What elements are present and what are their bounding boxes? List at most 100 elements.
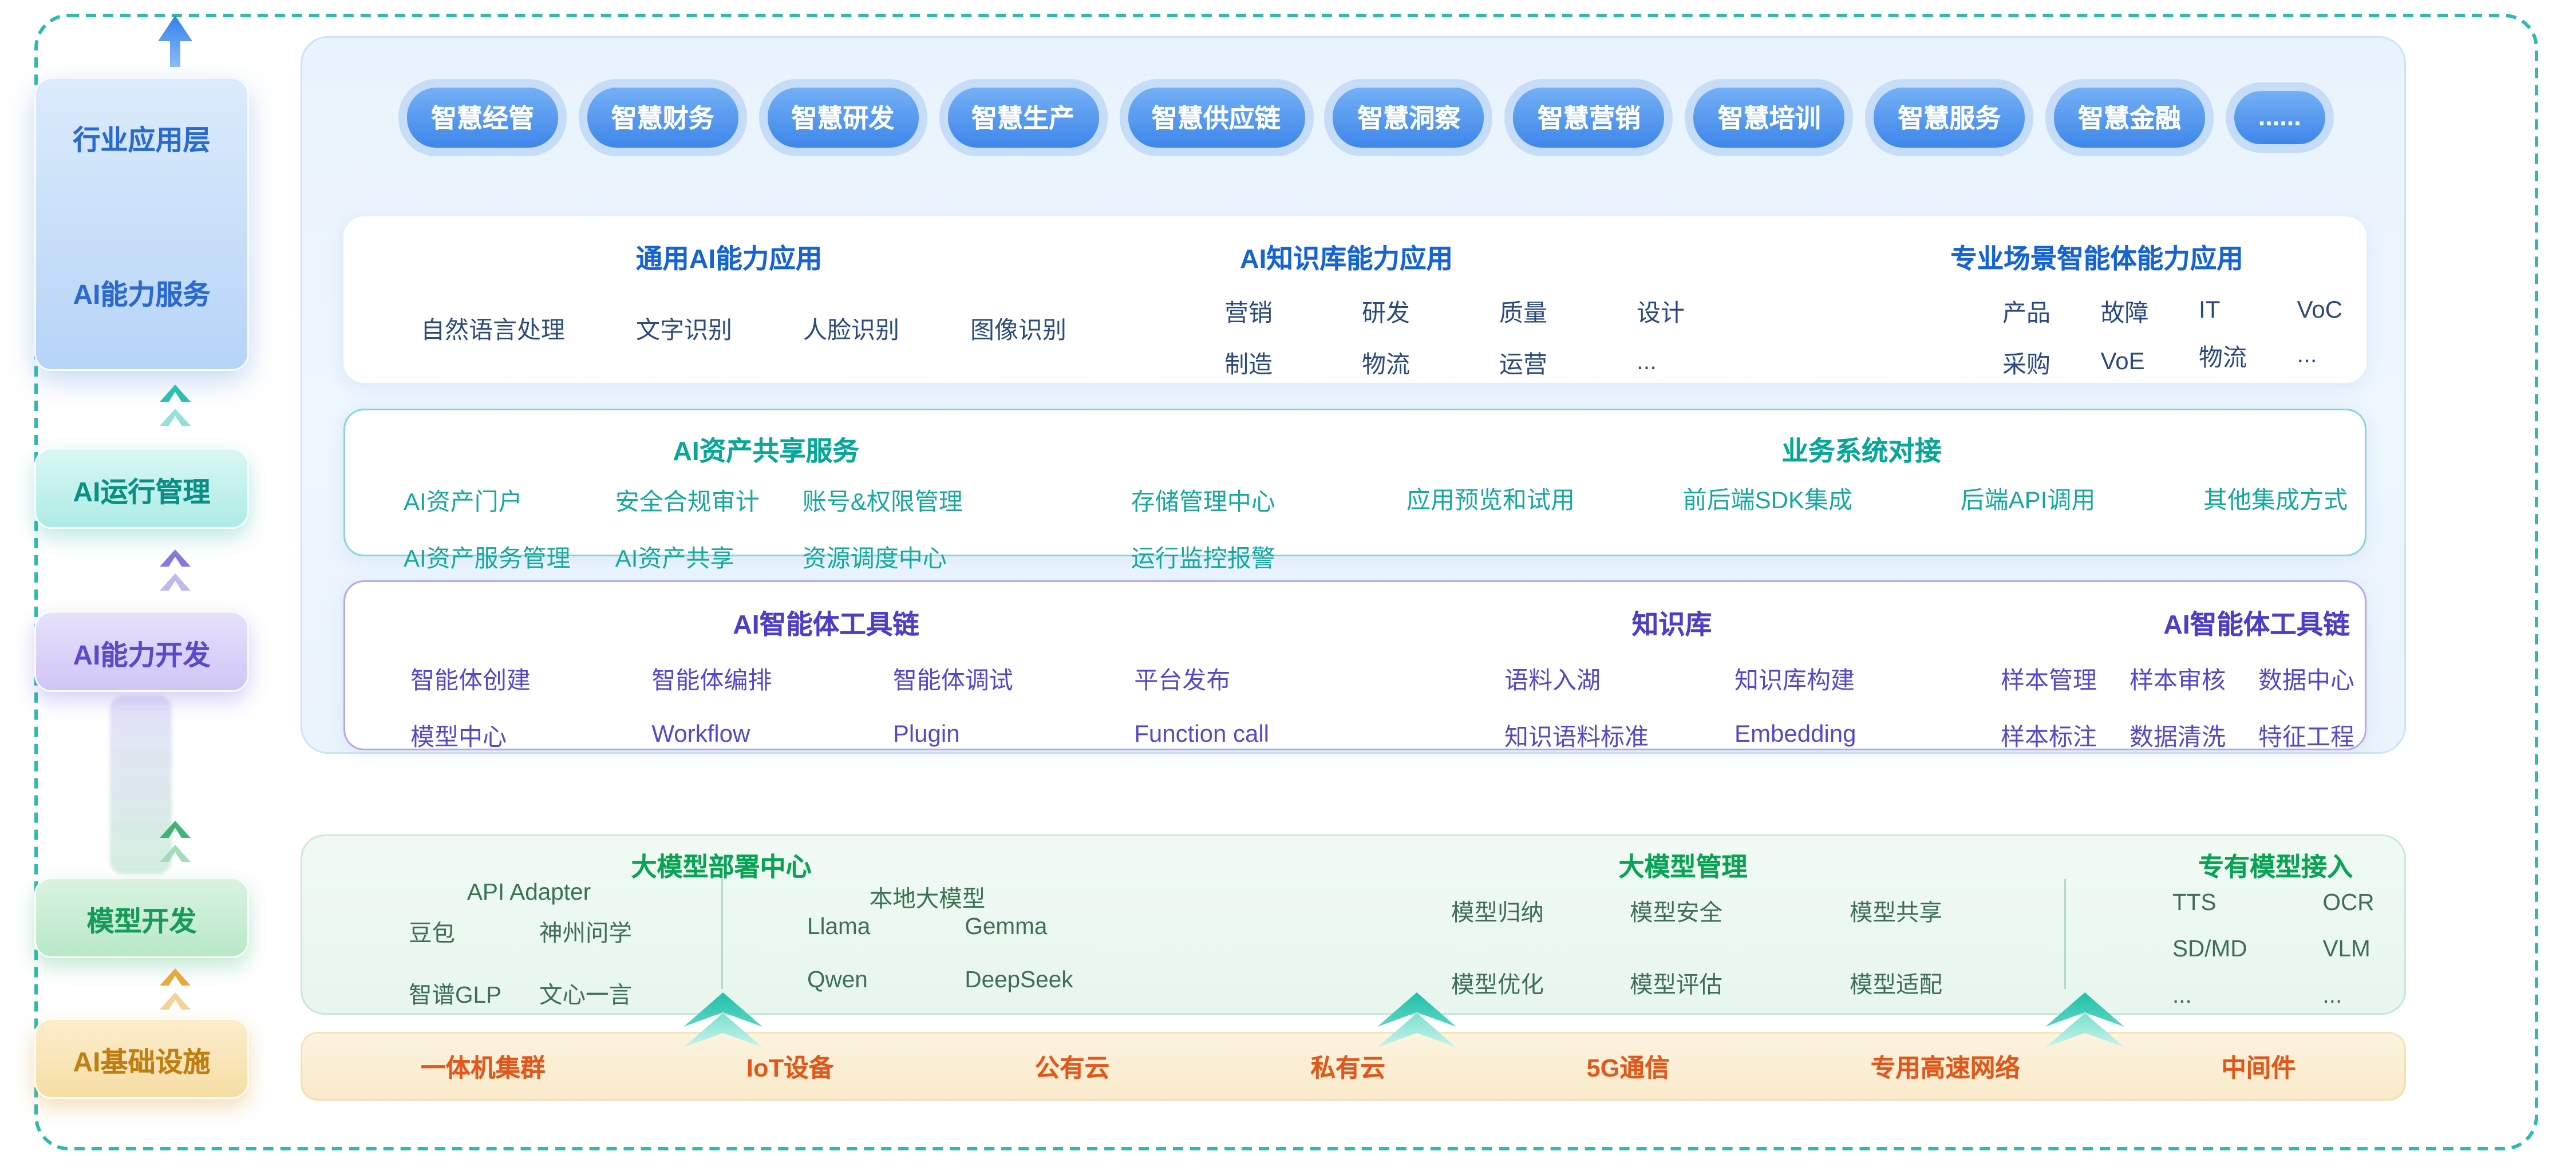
asset-item: 资源调度中心 bbox=[802, 544, 947, 572]
chevron-icon bbox=[160, 409, 191, 426]
tool-item: 数据清洗 bbox=[2129, 723, 2226, 750]
group-data-toolchain: AI智能体工具链 样本管理样本标注 样本审核数据清洗 数据中心特征工程 bbox=[1856, 604, 2365, 750]
layer-box-application-service: 行业应用层 AI能力服务 bbox=[34, 77, 249, 371]
item-column: 模型共享模型适配 bbox=[1850, 893, 1942, 999]
infra-item: 私有云 bbox=[1310, 1055, 1386, 1083]
group-title: 专有模型接入 bbox=[2198, 853, 2353, 883]
capability-item: 图像识别 bbox=[970, 316, 1066, 343]
capability-item: 人脸识别 bbox=[803, 316, 899, 343]
group-knowledge-ai: AI知识库能力应用 营销制造 研发物流 质量运营 设计... bbox=[1115, 239, 1865, 383]
model-item: TTS bbox=[2172, 889, 2217, 915]
group-general-ai: 通用AI能力应用 自然语言处理 文字识别 人脸识别 图像识别 bbox=[343, 239, 1115, 383]
model-item: 模型评估 bbox=[1630, 972, 1722, 998]
group-title: 大模型管理 bbox=[1618, 853, 1748, 883]
layer-label-industry-application: 行业应用层 bbox=[73, 127, 211, 156]
model-item: 模型适配 bbox=[1850, 972, 1942, 998]
model-item: 智谱GLP bbox=[409, 982, 502, 1008]
chevron-icon bbox=[160, 821, 191, 838]
tool-item: 特征工程 bbox=[2258, 723, 2354, 750]
model-item: Llama bbox=[807, 913, 871, 939]
model-item: 模型归纳 bbox=[1451, 900, 1544, 925]
group-title: 业务系统对接 bbox=[1781, 438, 1942, 467]
infra-item: 专用高速网络 bbox=[1870, 1055, 2020, 1083]
capability-item: VoE bbox=[2100, 347, 2145, 374]
industry-pill: 智慧生产 bbox=[947, 86, 1099, 147]
chevron-icon bbox=[160, 573, 191, 591]
group-title: 大模型部署中心 bbox=[631, 853, 812, 883]
model-panel: 大模型部署中心 API Adapter 豆包智谱GLP 神州问学文心一言 本地大… bbox=[301, 834, 2406, 1015]
model-item: Gemma bbox=[965, 913, 1048, 939]
capability-item: ... bbox=[1637, 347, 1657, 374]
asset-item: 运行监控报警 bbox=[1131, 544, 1275, 572]
capability-item: 自然语言处理 bbox=[421, 316, 565, 343]
model-item: 模型优化 bbox=[1451, 972, 1544, 998]
flow-up-arrow-icon bbox=[683, 992, 762, 1051]
integration-item: 其他集成方式 bbox=[2203, 486, 2348, 513]
layer-box-model-dev: 模型开发 bbox=[34, 877, 249, 958]
industry-pill-more: ...... bbox=[2234, 90, 2325, 144]
chevron-icon bbox=[160, 385, 191, 402]
infra-item: 5G通信 bbox=[1586, 1055, 1670, 1083]
item-column: 营销制造 bbox=[1224, 295, 1273, 381]
industry-pill: 智慧营销 bbox=[1514, 86, 1665, 147]
model-item: VLM bbox=[2322, 936, 2370, 962]
item-column: 故障 VoE bbox=[2101, 295, 2149, 381]
capability-item: 质量 bbox=[1499, 299, 1547, 326]
group-biz-integration: 业务系统对接 应用预览和试用 前后端SDK集成 后端API调用 其他集成方式 bbox=[1358, 431, 2365, 555]
item-grid: 营销制造 研发物流 质量运营 设计... bbox=[1115, 295, 1865, 381]
industry-pill-row: 智慧经管 智慧财务 智慧研发 智慧生产 智慧供应链 智慧洞察 智慧营销 智慧培训… bbox=[407, 86, 2325, 147]
item-column: 神州问学文心一言 bbox=[539, 913, 632, 1010]
diagram-main: 智慧经管 智慧财务 智慧研发 智慧生产 智慧供应链 智慧洞察 智慧营销 智慧培训… bbox=[301, 0, 2406, 1101]
layer-label-capability-dev: AI能力开发 bbox=[73, 641, 211, 671]
dashed-frame bbox=[34, 14, 2538, 1150]
capability-item: 采购 bbox=[2002, 350, 2050, 378]
layer-rail: 行业应用层 AI能力服务 AI运行管理 AI能力开发 模型开发 AI基础设施 bbox=[34, 0, 249, 1133]
asset-item: AI资产共享 bbox=[615, 544, 734, 572]
capability-item: IT bbox=[2199, 295, 2221, 323]
tool-item: Workflow bbox=[651, 719, 750, 747]
capability-item: 研发 bbox=[1362, 299, 1410, 326]
item-column: 模型安全模型评估 bbox=[1630, 893, 1722, 999]
model-item: DeepSeek bbox=[965, 967, 1073, 992]
item-column: 产品采购 bbox=[2002, 295, 2050, 381]
item-column: 数据中心特征工程 bbox=[2258, 663, 2354, 754]
infra-item: 公有云 bbox=[1034, 1055, 1110, 1083]
industry-pill: 智慧研发 bbox=[767, 86, 919, 147]
model-item: OCR bbox=[2322, 889, 2374, 915]
industry-pill: 智慧财务 bbox=[587, 86, 738, 147]
item-row: 自然语言处理 文字识别 人脸识别 图像识别 bbox=[343, 276, 1115, 383]
application-panel: 智慧经管 智慧财务 智慧研发 智慧生产 智慧供应链 智慧洞察 智慧营销 智慧培训… bbox=[301, 36, 2406, 754]
group-title: 专业场景智能体能力应用 bbox=[1950, 246, 2243, 275]
item-column: 账号&权限管理资源调度中心 bbox=[803, 484, 963, 575]
capability-item: 故障 bbox=[2100, 299, 2149, 326]
infra-item: IoT设备 bbox=[746, 1055, 834, 1083]
tool-item: 数据中心 bbox=[2258, 666, 2354, 694]
infra-item: 一体机集群 bbox=[421, 1055, 546, 1083]
capability-item: 设计 bbox=[1637, 299, 1685, 326]
group-title: AI资产共享服务 bbox=[673, 438, 859, 467]
model-item: ... bbox=[2322, 982, 2342, 1008]
tool-item: 样本标注 bbox=[2001, 723, 2097, 750]
tool-item: 知识库构建 bbox=[1735, 666, 1855, 694]
item-grid: 模型归纳模型优化 模型安全模型评估 模型共享模型适配 bbox=[1451, 893, 1942, 999]
capability-item: ... bbox=[2297, 340, 2317, 367]
item-grid: 豆包智谱GLP 神州问学文心一言 bbox=[409, 913, 632, 1010]
capability-item: 运营 bbox=[1499, 350, 1547, 378]
capability-item: 营销 bbox=[1224, 299, 1273, 326]
chevron-up-icon bbox=[160, 968, 191, 1016]
flow-up-arrow-icon bbox=[2045, 992, 2124, 1051]
layer-box-run-management: AI运行管理 bbox=[34, 448, 249, 529]
model-item: 模型安全 bbox=[1630, 900, 1722, 925]
asset-item: AI资产服务管理 bbox=[404, 544, 571, 572]
capability-item: 物流 bbox=[2199, 343, 2247, 371]
infra-item: 中间件 bbox=[2221, 1055, 2296, 1083]
